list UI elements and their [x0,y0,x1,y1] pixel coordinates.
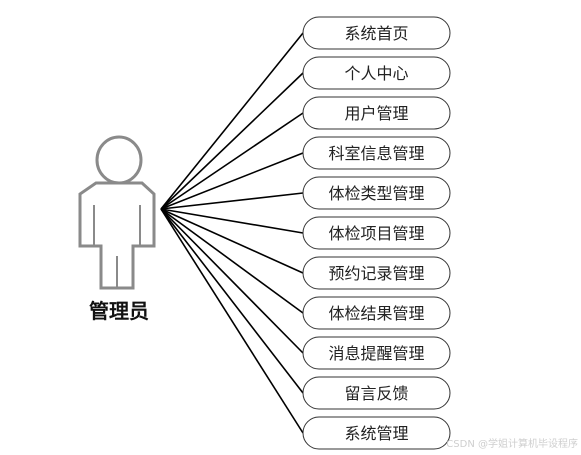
use-case-box [302,136,451,170]
use-case-box [302,376,451,410]
use-case-item: 系统管理 [302,416,451,450]
connector-line [160,208,304,434]
use-case-item: 预约记录管理 [302,256,451,290]
use-case-box [302,256,451,290]
use-case-label: 用户管理 [344,104,408,123]
use-case-label: 消息提醒管理 [328,344,424,363]
use-case-item: 用户管理 [302,96,451,130]
use-case-list: 系统首页个人中心用户管理科室信息管理体检类型管理体检项目管理预约记录管理体检结果… [302,16,451,450]
connector-lines [160,32,304,434]
connector-line [160,208,304,274]
use-case-item: 个人中心 [302,56,451,90]
use-case-item: 科室信息管理 [302,136,451,170]
use-case-box [302,176,451,210]
use-case-item: 体检项目管理 [302,216,451,250]
use-case-box [302,56,451,90]
actor-label: 管理员 [89,299,149,323]
use-case-label: 系统管理 [344,424,408,443]
connector-line [160,32,304,210]
connector-line [160,112,304,210]
use-case-item: 系统首页 [302,16,451,50]
connector-line [160,152,304,210]
use-case-box [302,16,451,50]
connector-line [160,208,304,354]
person-icon [78,135,156,290]
watermark-text: CSDN @学姐计算机毕设程序 [446,437,578,450]
use-case-box [302,336,451,370]
connector-line [160,72,304,210]
use-case-box [302,96,451,130]
use-case-label: 留言反馈 [344,384,408,403]
use-case-box [302,296,451,330]
use-case-label: 科室信息管理 [328,144,424,163]
use-case-label: 体检类型管理 [328,184,424,203]
connector-line [160,208,304,314]
use-case-box [302,416,451,450]
use-case-item: 留言反馈 [302,376,451,410]
use-case-item: 体检类型管理 [302,176,451,210]
use-case-label: 体检项目管理 [328,224,424,243]
use-case-label: 预约记录管理 [328,264,424,283]
connector-line [160,208,304,234]
connector-line [160,192,304,210]
use-case-box [302,216,451,250]
use-case-label: 系统首页 [344,24,408,43]
use-case-item: 消息提醒管理 [302,336,451,370]
connector-line [160,208,304,394]
use-case-item: 体检结果管理 [302,296,451,330]
use-case-label: 体检结果管理 [328,304,424,323]
use-case-label: 个人中心 [344,64,408,83]
